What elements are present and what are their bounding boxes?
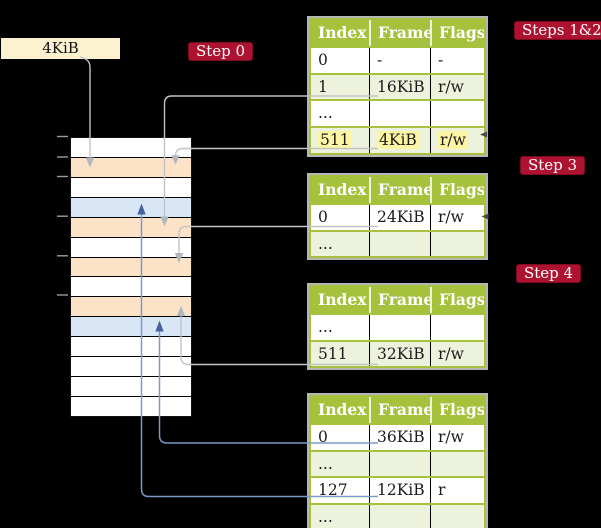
table-cell bbox=[430, 101, 484, 127]
table-row: ... bbox=[311, 313, 484, 340]
table-cell: r bbox=[430, 478, 484, 504]
table-cell bbox=[430, 451, 484, 477]
table-cell: 1 bbox=[318, 77, 328, 96]
header-cell: Flags bbox=[430, 20, 484, 46]
table-cell bbox=[430, 505, 484, 528]
header-cell: Index bbox=[318, 180, 367, 199]
table-cell bbox=[369, 505, 430, 528]
header-cell: Flags bbox=[430, 177, 484, 203]
table-cell: r/w bbox=[430, 74, 484, 100]
table-row: ... bbox=[311, 99, 484, 127]
highlighted-value: 511 bbox=[318, 131, 352, 150]
table-cell: 511 bbox=[318, 344, 348, 363]
table-cell bbox=[369, 451, 430, 477]
table-cell: 36KiB bbox=[369, 425, 430, 450]
header-cell: Frame bbox=[369, 177, 430, 203]
table-row: ... bbox=[311, 229, 484, 257]
memory-tick-marks bbox=[57, 135, 68, 296]
header-cell: Frame bbox=[369, 20, 430, 46]
header-cell: Flags bbox=[430, 287, 484, 313]
memory-frame-white bbox=[71, 395, 191, 416]
memory-frame-orange bbox=[71, 156, 191, 177]
memory-frame-white bbox=[71, 336, 191, 357]
table-cell bbox=[369, 231, 430, 257]
table-cell: r/w bbox=[430, 341, 484, 367]
header-cell: Index bbox=[318, 23, 367, 42]
table-cell: 511 bbox=[311, 128, 369, 153]
table-cell: 0 bbox=[318, 208, 328, 226]
badge-steps-1-2: Steps 1&2 bbox=[514, 21, 601, 40]
table-cell: r/w bbox=[430, 128, 484, 153]
physical-memory-column bbox=[70, 137, 192, 417]
memory-frame-white bbox=[71, 276, 191, 297]
page-size-label: 4KiB bbox=[1, 38, 120, 59]
header-cell: Index bbox=[318, 400, 367, 419]
memory-frame-white bbox=[71, 138, 191, 157]
table-cell: 12KiB bbox=[369, 478, 430, 504]
memory-frame-blue bbox=[71, 316, 191, 337]
table-cell: 0 bbox=[318, 428, 328, 446]
memory-frame-white bbox=[71, 356, 191, 377]
header-cell: Frame bbox=[369, 287, 430, 313]
table-cell: 4KiB bbox=[369, 128, 430, 153]
table-cell: - bbox=[430, 48, 484, 73]
memory-frame-orange bbox=[71, 256, 191, 277]
table-cell: ... bbox=[318, 318, 333, 336]
table-row: 511 4KiB r/w bbox=[311, 126, 484, 153]
table-cell: ... bbox=[318, 508, 333, 527]
table-cell: ... bbox=[318, 104, 333, 123]
memory-frame-orange bbox=[71, 296, 191, 317]
table-cell: 24KiB bbox=[369, 205, 430, 230]
table-cell bbox=[369, 101, 430, 127]
table-row: ... bbox=[311, 503, 484, 528]
header-cell: Frame bbox=[369, 397, 430, 423]
memory-frame-white bbox=[71, 376, 191, 396]
badge-step-0: Step 0 bbox=[188, 42, 254, 61]
table-cell bbox=[369, 315, 430, 340]
header-cell: Index bbox=[318, 290, 367, 309]
table-cell: ... bbox=[318, 234, 333, 253]
memory-frame-orange bbox=[71, 216, 191, 237]
memory-frame-white bbox=[71, 236, 191, 257]
table-cell: 32KiB bbox=[369, 341, 430, 367]
memory-frame-white bbox=[71, 176, 191, 197]
badge-step-3: Step 3 bbox=[520, 156, 586, 175]
highlighted-value: 4KiB bbox=[377, 131, 419, 150]
table-cell bbox=[430, 315, 484, 340]
table-cell: ... bbox=[318, 454, 333, 473]
memory-frame-blue bbox=[71, 196, 191, 217]
highlighted-value: r/w bbox=[438, 131, 468, 150]
table-cell: 127 bbox=[318, 481, 348, 500]
header-cell: Flags bbox=[430, 397, 484, 423]
table-cell: 16KiB bbox=[369, 74, 430, 100]
table-row: 0 -- bbox=[311, 46, 484, 73]
table-cell: r/w bbox=[430, 205, 484, 230]
table-cell: - bbox=[369, 48, 430, 73]
table-row: ... bbox=[311, 449, 484, 477]
table-cell bbox=[430, 231, 484, 257]
table-cell: r/w bbox=[430, 425, 484, 450]
table-cell: 0 bbox=[318, 51, 328, 69]
badge-step-4: Step 4 bbox=[516, 264, 582, 283]
